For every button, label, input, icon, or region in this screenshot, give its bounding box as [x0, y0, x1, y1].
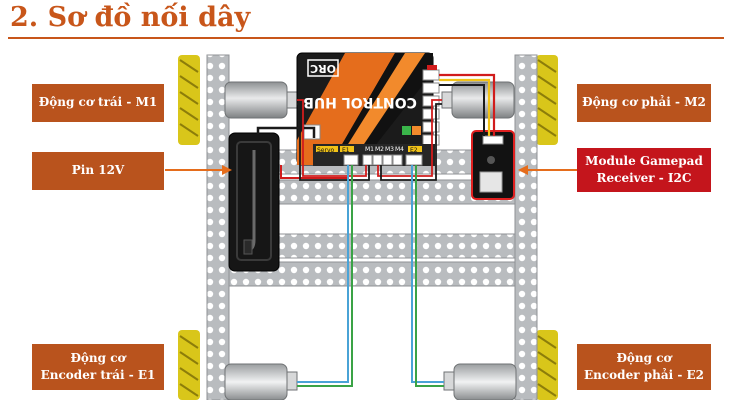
battery: [228, 132, 280, 272]
right-encoder-motor: [443, 363, 517, 400]
m2-wire-black: [380, 103, 442, 181]
hub-port-strip: Servo E1 M1 M2 M3 M4 E2: [313, 144, 435, 166]
gamepad-receiver-module: [471, 130, 515, 200]
hub-brand: ORC: [310, 62, 336, 75]
m2-wire-red: [377, 99, 442, 177]
m1-wire-black: [297, 103, 370, 181]
hub-port-m1-label: M1: [365, 146, 374, 153]
hub-port-m3-label: M3: [385, 146, 394, 153]
hub-servo-label: Servo: [317, 147, 335, 154]
hub-port-e1-label: E1: [342, 147, 350, 154]
label-left-motor: Động cơ trái - M1: [32, 84, 164, 122]
label-battery: Pin 12V: [32, 152, 164, 190]
label-right-encoder-motor: Động cơ Encoder phải - E2: [577, 344, 711, 390]
i2c-wire-yellow: [439, 78, 491, 136]
label-right-motor: Động cơ phải - M2: [577, 84, 711, 122]
battery-wire-black: [256, 126, 316, 138]
right-motor: [441, 81, 515, 119]
i2c-wire-black: [439, 84, 485, 136]
control-hub: ORC CONTROL HUB: [296, 52, 440, 166]
battery-callout-arrow: [165, 165, 232, 175]
i2c-wire-red: [439, 73, 496, 136]
hub-port-m2-label: M2: [375, 146, 384, 153]
title-underline: [8, 37, 724, 39]
e1-wire-blue: [297, 165, 349, 383]
label-left-encoder-motor: Động cơ Encoder trái - E1: [32, 344, 164, 390]
wheel-bottom-left: [178, 330, 200, 400]
left-encoder-motor: [224, 363, 298, 400]
gamepad-callout-arrow: [518, 165, 578, 175]
e2-wire-green: [415, 165, 444, 387]
e2-wire-blue: [411, 165, 444, 383]
hub-port-e2-label: E2: [410, 147, 418, 154]
label-gamepad-receiver: Module Gamepad Receiver - I2C: [577, 148, 711, 192]
left-motor: [224, 81, 298, 119]
wheel-top-right: [536, 55, 558, 145]
wheel-bottom-right: [536, 330, 558, 400]
page-title: 2. Sơ đồ nối dây: [10, 2, 251, 33]
hub-name: CONTROL HUB: [303, 94, 417, 110]
e1-wire-green: [297, 165, 353, 387]
wheel-top-left: [178, 55, 200, 145]
m1-wire-red: [297, 99, 367, 177]
hub-port-m4-label: M4: [395, 146, 404, 153]
